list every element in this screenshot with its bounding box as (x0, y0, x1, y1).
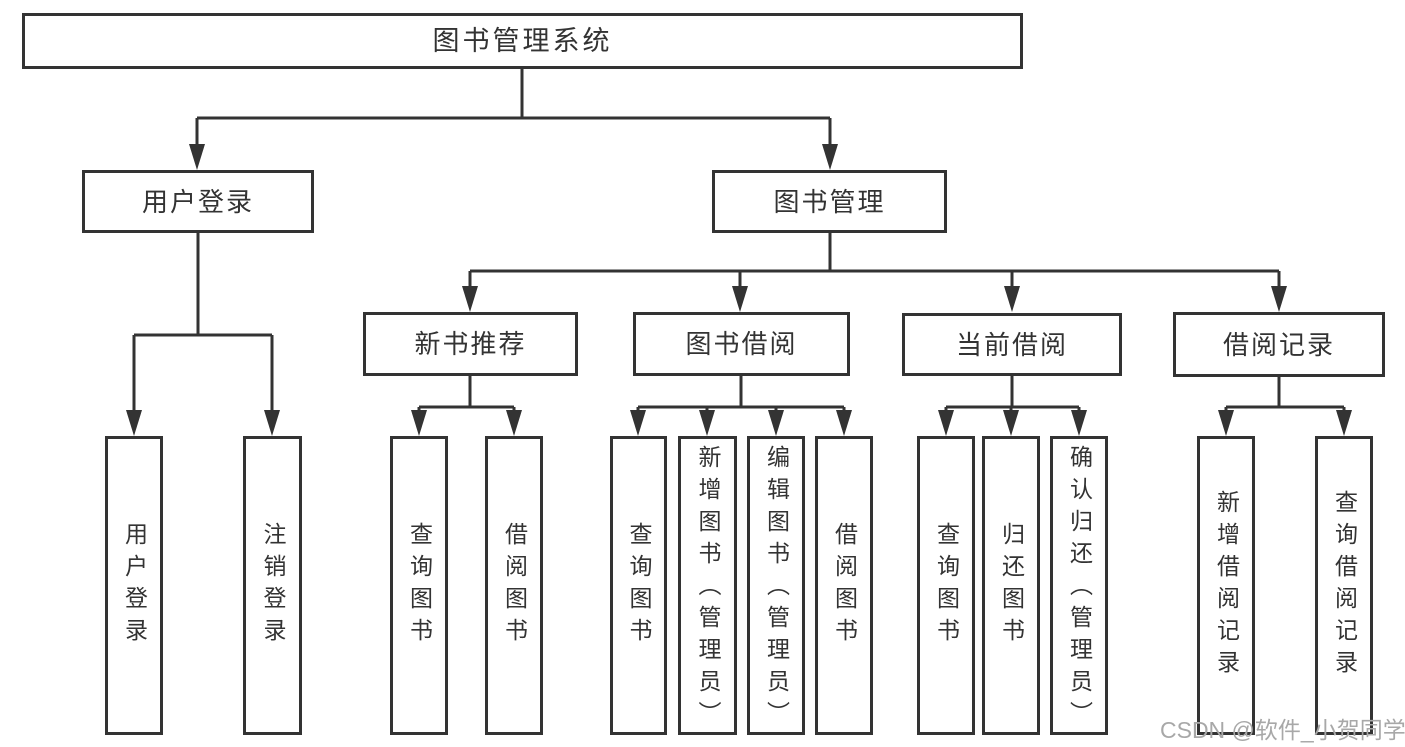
group-current-borrowing: 当前借阅 (902, 313, 1122, 376)
group-borrow-records: 借阅记录 (1173, 312, 1385, 377)
leaf-user-login: 用户登录 (105, 436, 163, 735)
leaf-records-add-borrow-record: 新增借阅记录 (1197, 436, 1255, 735)
leaf-recommend-query-books: 查询图书 (390, 436, 448, 735)
leaf-recommend-borrow-books: 借阅图书 (485, 436, 543, 735)
leaf-logout: 注销登录 (243, 436, 302, 735)
node-root-system: 图书管理系统 (22, 13, 1023, 69)
leaf-current-query-books: 查询图书 (917, 436, 975, 735)
leaf-borrowing-borrow-books: 借阅图书 (815, 436, 873, 735)
group-book-borrowing: 图书借阅 (633, 312, 850, 376)
csdn-watermark: CSDN @软件_小贺同学 (1160, 717, 1405, 743)
branch-book-management: 图书管理 (712, 170, 947, 233)
branch-user-login: 用户登录 (82, 170, 314, 233)
leaf-borrowing-edit-books-admin: 编辑图书（管理员） (747, 436, 805, 735)
arrowhead-icons (126, 144, 1352, 436)
leaf-current-return-books: 归还图书 (982, 436, 1040, 735)
leaf-records-query-borrow-record: 查询借阅记录 (1315, 436, 1373, 735)
group-new-book-recommend: 新书推荐 (363, 312, 578, 376)
leaf-current-confirm-return-admin: 确认归还（管理员） (1050, 436, 1108, 735)
leaf-borrowing-query-books: 查询图书 (610, 436, 667, 735)
leaf-borrowing-add-books-admin: 新增图书（管理员） (678, 436, 737, 735)
